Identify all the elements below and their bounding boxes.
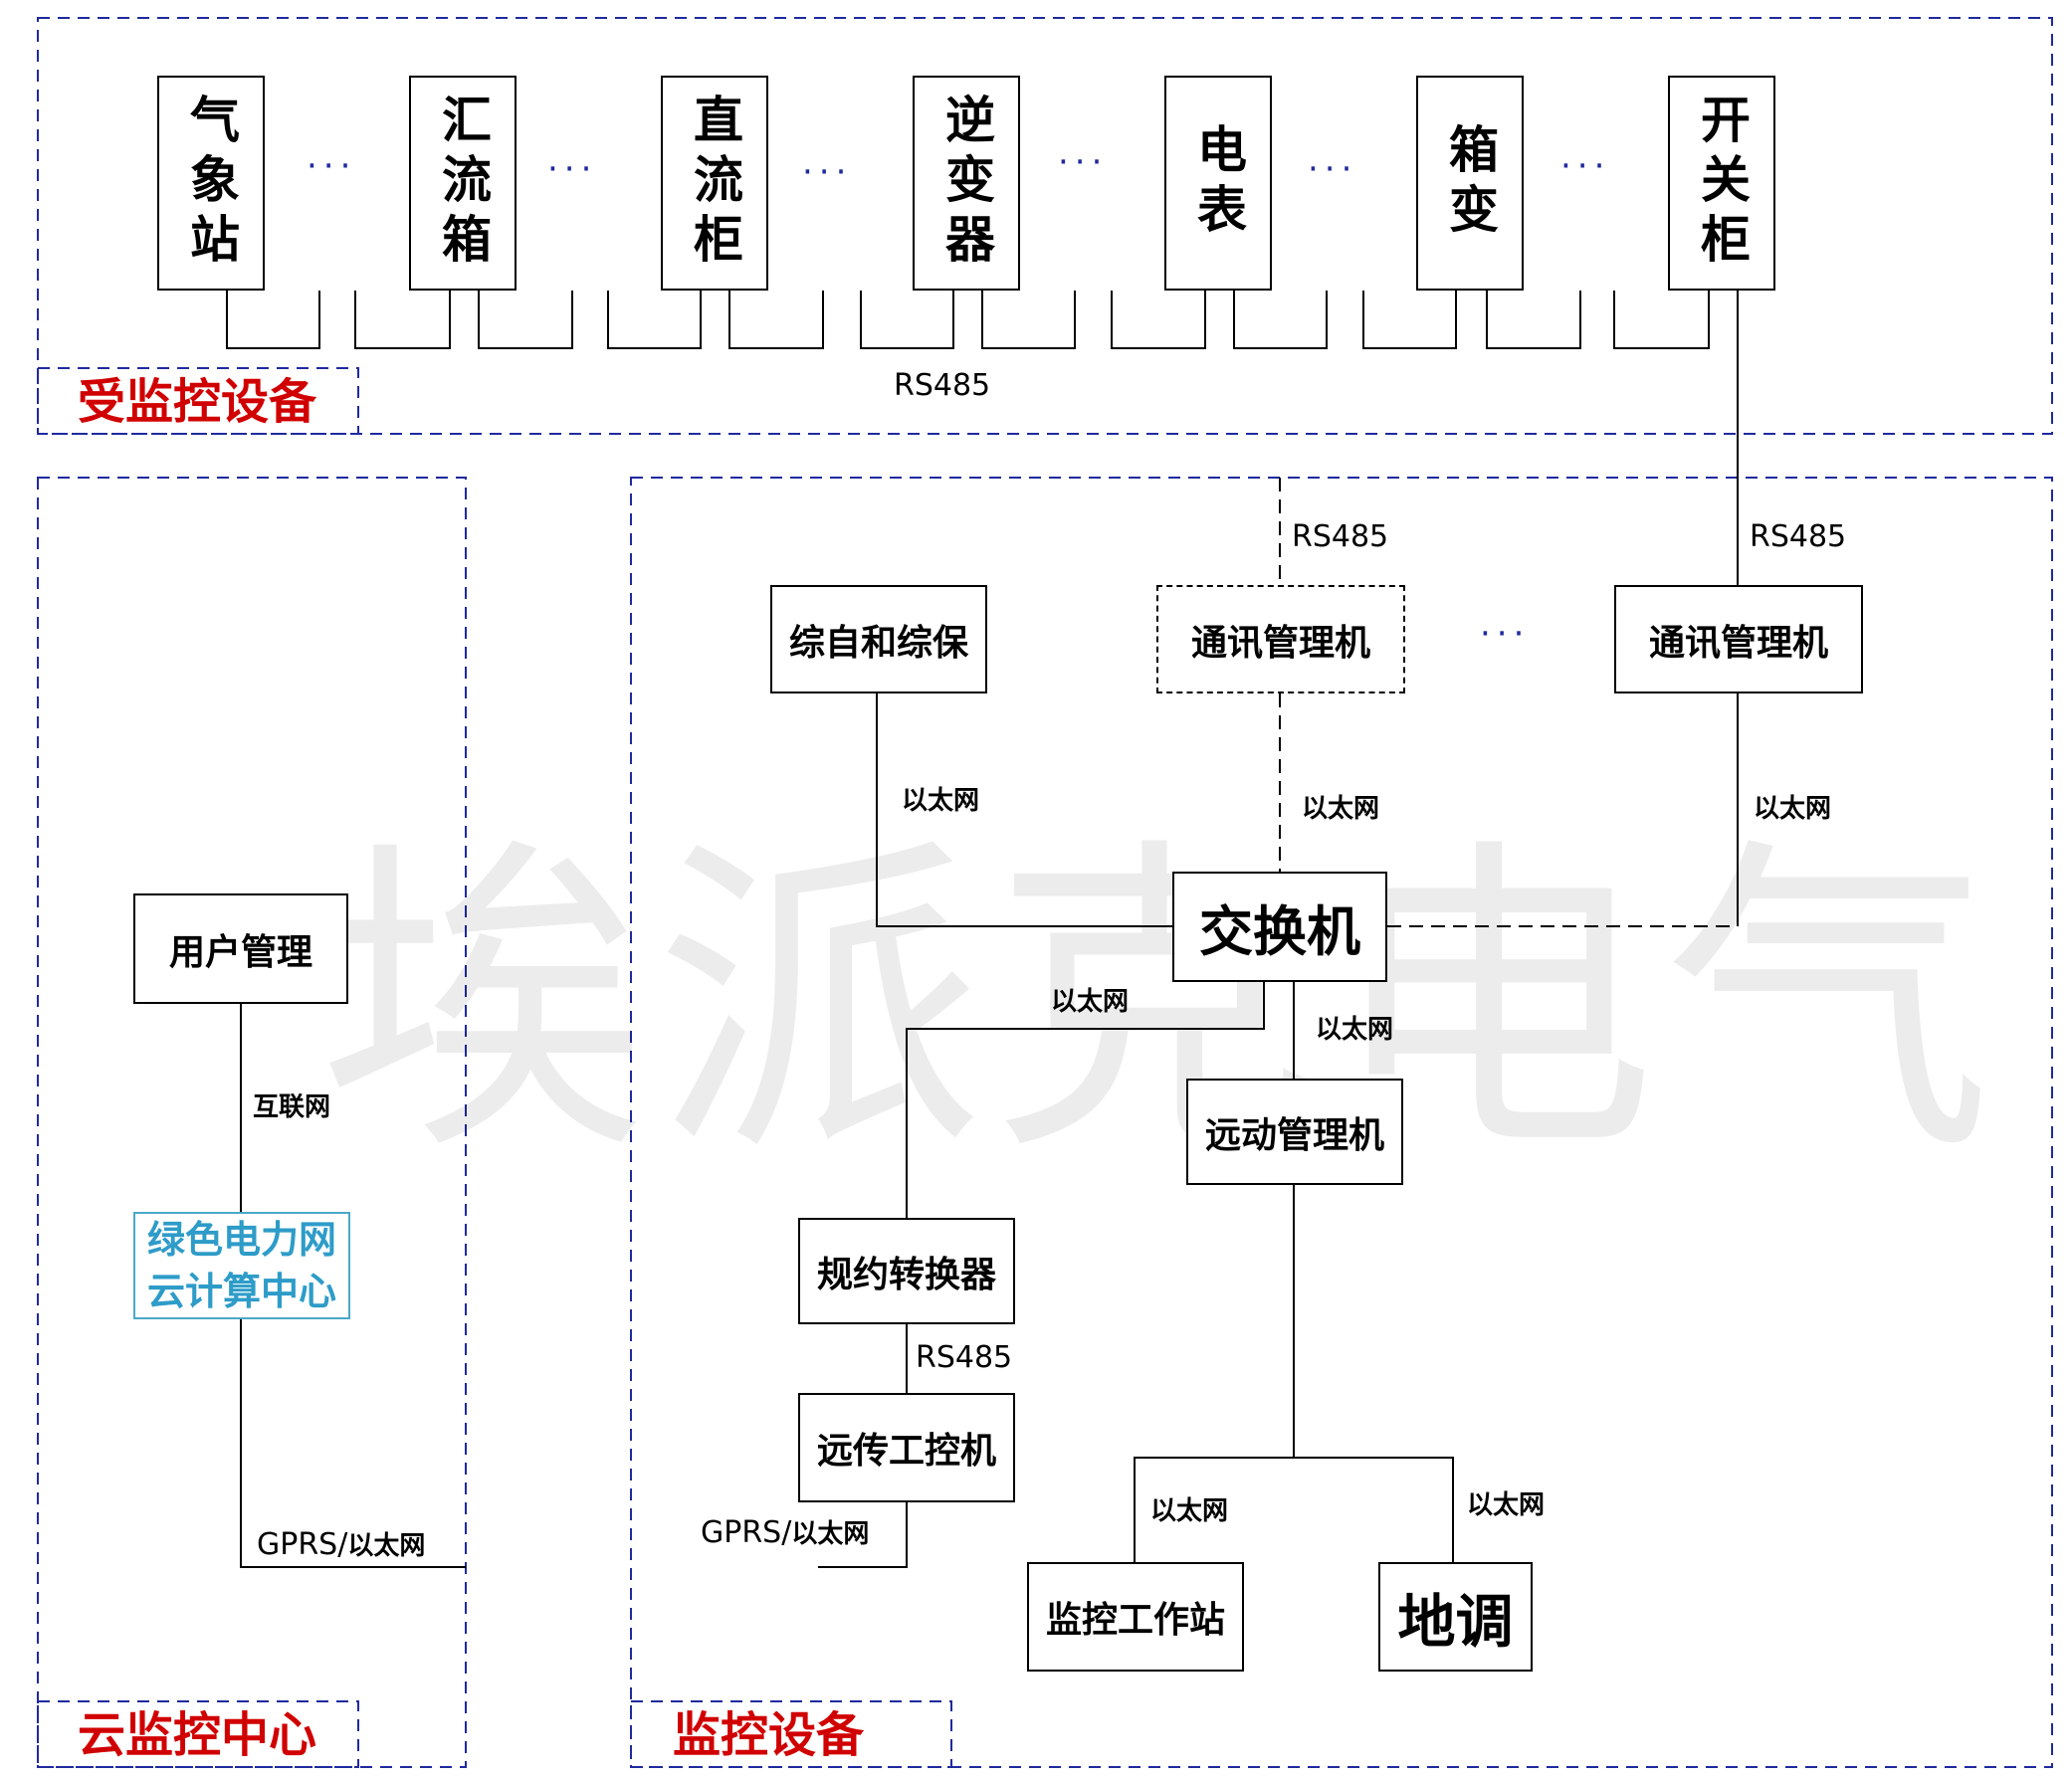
ethernet-label-dispatch: 以太网	[1467, 1490, 1546, 1520]
gprs-ethernet-label-cloud: GPRS/以太网	[257, 1530, 425, 1560]
ellipsis: ···	[1480, 614, 1531, 654]
ethernet-label-station: 以太网	[1150, 1496, 1229, 1526]
remote-ipc-box: 远传工控机	[798, 1393, 1015, 1502]
rs485-label-comm1: RS485	[1292, 519, 1389, 554]
integrated-protection-box: 综自和综保	[770, 585, 987, 693]
device-box-transformer: 箱变	[1416, 76, 1524, 291]
monitoring-label-frame	[630, 1700, 952, 1768]
ellipsis: ···	[802, 152, 853, 192]
gprs-text: GPRS/	[257, 1527, 348, 1562]
device-weather-station: 气象站	[157, 76, 265, 291]
telecontrol-manager-box: 远动管理机	[1186, 1079, 1403, 1185]
device-label: 逆变器	[937, 94, 995, 273]
ellipsis: ···	[1058, 142, 1109, 182]
monitoring-region-frame	[630, 477, 2053, 1768]
cloud-center-line2: 云计算中心	[146, 1270, 336, 1313]
device-label: 汇流箱	[434, 94, 492, 273]
monitored-label-frame	[37, 367, 359, 435]
protocol-converter-box: 规约转换器	[798, 1218, 1015, 1324]
ellipsis: ···	[307, 146, 357, 186]
comm-manager-box-2: 通讯管理机	[1614, 585, 1863, 693]
ellipsis: ···	[1560, 146, 1611, 186]
region-label-monitoring: 监控设备	[673, 1707, 865, 1763]
ethernet-label-protection: 以太网	[902, 786, 980, 816]
internet-label: 互联网	[253, 1092, 331, 1122]
monitoring-station-box: 监控工作站	[1027, 1562, 1244, 1672]
device-inverter: 逆变器	[913, 76, 1020, 291]
comm-manager-box-1: 通讯管理机	[1156, 585, 1405, 693]
device-label: 开关柜	[1693, 94, 1751, 273]
device-label: 气象站	[182, 94, 240, 273]
device-label: 电表	[1189, 123, 1247, 243]
device-label: 箱变	[1441, 123, 1499, 243]
solid-links	[240, 291, 1739, 1568]
region-label-monitored: 受监控设备	[78, 374, 317, 430]
dispatch-box: 地调	[1378, 1562, 1533, 1672]
rs485-label-comm2: RS485	[1750, 519, 1847, 554]
device-label: 直流柜	[686, 94, 743, 273]
rs485-label-bus: RS485	[894, 368, 991, 403]
gprs-eth-text: 以太网	[791, 1519, 870, 1549]
cloud-computing-center-box: 绿色电力网 云计算中心	[133, 1212, 350, 1319]
user-management-box: 用户管理	[133, 893, 348, 1004]
region-frames	[37, 17, 2053, 1768]
dashed-links	[1279, 478, 1738, 927]
region-label-cloud: 云监控中心	[78, 1707, 317, 1763]
ethernet-label-converter: 以太网	[1051, 987, 1130, 1017]
gprs-eth-text: 以太网	[347, 1531, 426, 1561]
cloud-label-frame	[37, 1700, 359, 1768]
device-combiner-box: 汇流箱	[409, 76, 517, 291]
device-switchgear: 开关柜	[1668, 76, 1775, 291]
rs485-label-ipc: RS485	[916, 1340, 1013, 1375]
ellipsis: ···	[1308, 149, 1358, 189]
ethernet-label-comm1: 以太网	[1302, 794, 1380, 824]
ethernet-label-comm2: 以太网	[1754, 794, 1832, 824]
device-meter: 电表	[1164, 76, 1272, 291]
ellipsis: ···	[547, 149, 598, 189]
cloud-region-frame	[37, 477, 467, 1768]
rs485-bus	[226, 291, 1710, 349]
gprs-text: GPRS/	[701, 1515, 792, 1550]
device-dc-cabinet: 直流柜	[661, 76, 768, 291]
cloud-center-line1: 绿色电力网	[146, 1218, 336, 1262]
switch-box: 交换机	[1172, 872, 1387, 982]
gprs-ethernet-label-ipc: GPRS/以太网	[701, 1518, 869, 1548]
ethernet-label-telecontrol: 以太网	[1316, 1015, 1394, 1045]
monitored-region-frame	[37, 17, 2053, 435]
